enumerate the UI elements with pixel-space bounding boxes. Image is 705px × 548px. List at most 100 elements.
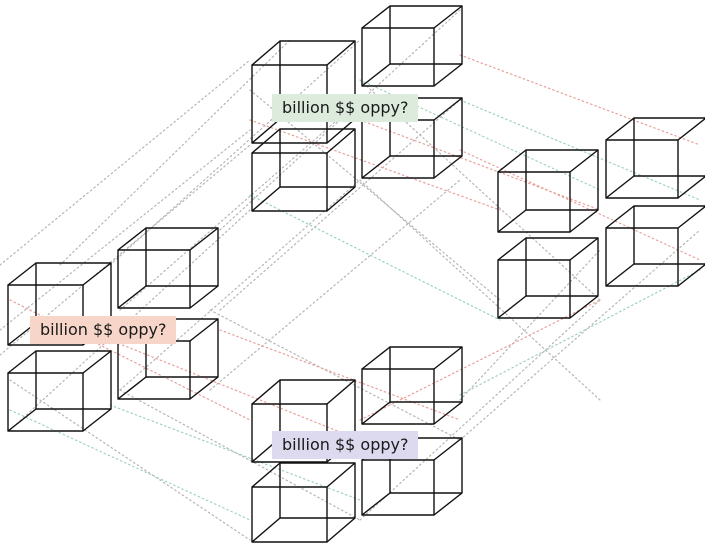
connector-line <box>119 389 361 521</box>
label-top-cluster: billion $$ oppy? <box>272 94 419 122</box>
connector-line <box>119 179 361 391</box>
cube-edge <box>361 346 391 370</box>
cube-edge <box>189 376 219 400</box>
cube-edge <box>361 401 391 425</box>
cube-edge <box>569 237 599 261</box>
cube-edge <box>189 227 219 251</box>
cube-edge <box>433 401 463 425</box>
connector-line <box>0 129 251 331</box>
cube-edge <box>569 295 599 319</box>
cube-edge <box>497 209 527 233</box>
cube-edge <box>497 149 527 173</box>
cube-top-2 <box>361 5 463 87</box>
cube-edge <box>605 263 635 287</box>
cube-edge <box>605 175 635 199</box>
cube-left-2 <box>117 227 219 309</box>
connector-line <box>249 89 501 301</box>
cube-edge <box>326 186 356 212</box>
label-left-cluster: billion $$ oppy? <box>30 316 177 344</box>
cube-right-2 <box>605 117 705 199</box>
cube-edge <box>7 262 37 286</box>
connector-line <box>459 249 601 401</box>
connector-line <box>459 229 701 441</box>
cube-edge <box>251 128 281 154</box>
cube-edge <box>82 350 112 374</box>
cube-edge <box>7 408 37 432</box>
cube-back-face <box>279 462 356 519</box>
cube-edge <box>605 205 635 229</box>
connector-line <box>209 179 461 391</box>
connector-line <box>459 54 701 146</box>
cube-edge <box>251 40 281 66</box>
cube-edge <box>433 492 463 516</box>
cube-edge <box>677 205 705 229</box>
cube-back-face <box>633 117 705 177</box>
cube-right-3 <box>497 237 599 319</box>
connector-line <box>59 39 291 266</box>
cube-edge <box>361 492 391 516</box>
cube-edge <box>433 155 463 179</box>
connector-line <box>119 99 361 311</box>
cube-edge <box>82 262 112 286</box>
cube-edge <box>497 295 527 319</box>
cube-edge <box>433 5 463 29</box>
connector-line <box>109 339 361 441</box>
cube-edge <box>569 149 599 173</box>
cube-edge <box>251 462 281 488</box>
cube-edge <box>117 376 147 400</box>
cube-edge <box>569 209 599 233</box>
cube-top-3 <box>251 128 356 212</box>
cube-edge <box>433 346 463 370</box>
cube-edge <box>326 40 356 66</box>
connector-line <box>109 404 361 501</box>
cube-back-face <box>279 379 356 439</box>
cube-left-3 <box>7 350 112 432</box>
connector-lines <box>0 9 701 541</box>
cube-edge <box>251 379 281 405</box>
cube-edge <box>251 186 281 212</box>
connector-line <box>9 409 251 521</box>
cube-edge <box>497 237 527 261</box>
connector-line <box>359 179 601 401</box>
cube-edge <box>433 437 463 461</box>
cube-edge <box>326 128 356 154</box>
cube-edge <box>361 155 391 179</box>
cube-edge <box>326 118 356 144</box>
connector-line <box>219 329 461 421</box>
cube-edge <box>433 63 463 87</box>
cube-edge <box>326 462 356 488</box>
cube-front-face <box>251 486 328 543</box>
cube-edge <box>251 517 281 543</box>
cube-edge <box>433 97 463 121</box>
connector-line <box>359 119 601 211</box>
cube-edge <box>677 117 705 141</box>
cube-edge <box>361 63 391 87</box>
connector-line <box>459 149 701 261</box>
cube-right-1 <box>497 149 599 233</box>
cube-edge <box>7 350 37 374</box>
cube-edge <box>677 175 705 199</box>
connector-line <box>459 269 701 396</box>
cube-edge <box>189 285 219 309</box>
cube-edge <box>361 5 391 29</box>
connector-line <box>249 194 501 321</box>
connector-line <box>359 299 601 521</box>
cube-edge <box>326 517 356 543</box>
connector-line <box>249 119 501 211</box>
connector-line <box>0 59 251 266</box>
cube-edge <box>82 408 112 432</box>
cube-edge <box>677 263 705 287</box>
cube-edge <box>117 285 147 309</box>
cube-edge <box>326 379 356 405</box>
cube-left-4 <box>117 318 219 400</box>
label-bottom-cluster: billion $$ oppy? <box>272 431 419 459</box>
connector-line <box>359 299 601 421</box>
cube-edge <box>117 227 147 251</box>
cube-right-4 <box>605 205 705 287</box>
cube-bottom-2 <box>361 346 463 425</box>
connector-line <box>9 379 251 541</box>
cube-edge <box>251 118 281 144</box>
cube-back-face <box>633 205 705 265</box>
